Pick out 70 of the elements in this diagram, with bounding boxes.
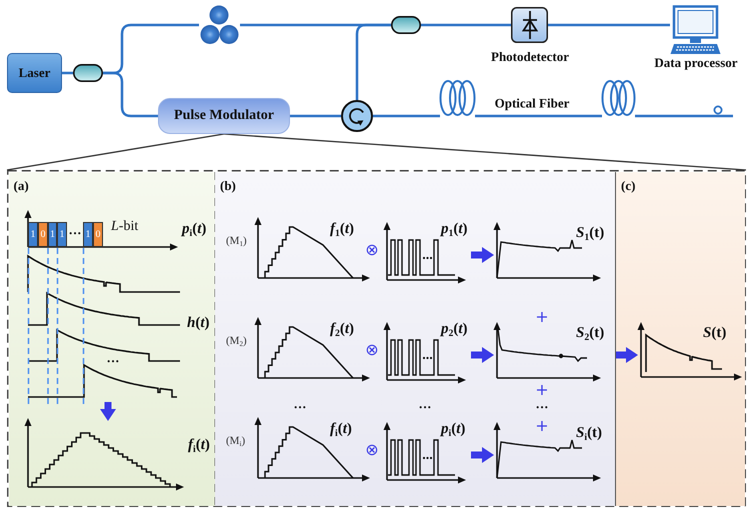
function-label: p$_{2}$(t) [441, 322, 468, 337]
disc-cluster-icon [199, 5, 240, 45]
figure-panel [215, 172, 616, 506]
mode-label: (M$_{2}$) [226, 336, 247, 347]
function-label: p$_{1}$(t) [441, 222, 468, 237]
block-arrow [471, 347, 494, 363]
function-label: h(t) [187, 316, 210, 331]
coupler-capsule [391, 16, 421, 34]
plus-sign: + [535, 309, 549, 325]
bit-block: 1 [48, 222, 57, 247]
function-label: f$_{i}$(t) [188, 438, 210, 453]
block-arrow [616, 347, 638, 363]
function-label: S$_{1}$(t) [576, 226, 604, 241]
bit-block: 1 [57, 222, 67, 247]
ellipsis: ··· [294, 400, 306, 414]
function-label: S$_{i}$(t) [576, 426, 602, 441]
dashed-frame [7, 170, 746, 507]
photodetector-box [511, 7, 548, 43]
laser-box: Laser [7, 53, 62, 93]
plus-sign: + [535, 382, 549, 398]
fiber-label: Optical Fiber [494, 96, 570, 110]
ellipsis: ··· [418, 400, 432, 414]
function-label: f$_{2}$(t) [330, 322, 354, 337]
figure-panel [616, 172, 744, 506]
ellipsis: ··· [68, 226, 82, 240]
function-label: S(t) [703, 326, 726, 341]
fiber-line [548, 24, 670, 26]
fiber-coil-icon [440, 80, 475, 117]
block-arrow [471, 247, 494, 263]
function-label: f$_{1}$(t) [330, 222, 354, 237]
fiber-line [421, 24, 511, 26]
mode-label: (M$_{i}$) [226, 436, 246, 447]
multiply-symbol: ⊗ [365, 342, 379, 358]
zoom-line [224, 133, 746, 171]
fiber-line [62, 72, 73, 74]
panel-label: (a) [14, 178, 29, 192]
device-label: Photodetector [491, 50, 569, 63]
function-label: p$_{i}$(t) [441, 422, 466, 437]
block-arrow [471, 447, 494, 463]
fiber-line [290, 114, 341, 118]
computer-icon [670, 5, 721, 55]
function-label: p$_{i}$(t) [182, 222, 206, 237]
fiber-coil-icon [602, 80, 635, 117]
fiber-line [373, 114, 440, 118]
bit-length-label: L-bit [111, 220, 138, 234]
panel-label: (b) [220, 178, 236, 192]
modulator-box: Pulse Modulator [158, 98, 290, 134]
fiber-line [635, 114, 733, 118]
bit-block: 1 [83, 222, 93, 247]
multiply-symbol: ⊗ [365, 442, 379, 458]
block-arrow [100, 402, 116, 421]
mode-label: (M$_{1}$) [226, 236, 247, 247]
fiber-line [475, 114, 602, 118]
bit-block: 0 [38, 222, 48, 247]
ellipsis: ··· [536, 400, 548, 414]
function-label: f$_{i}$(t) [330, 422, 352, 437]
circulator-icon [341, 100, 373, 132]
panel-label: (c) [621, 178, 636, 192]
fiber-line [103, 72, 158, 118]
bit-block: 0 [93, 222, 103, 247]
device-label: Data processor [654, 56, 738, 69]
fiber-line [356, 24, 391, 100]
bit-block: 1 [28, 222, 38, 247]
coupler-capsule [73, 64, 103, 82]
figure-panel [8, 172, 215, 506]
plus-sign: + [535, 418, 549, 434]
multiply-symbol: ⊗ [365, 242, 379, 258]
ellipsis: ··· [106, 354, 120, 368]
function-label: S$_{2}$(t) [576, 326, 604, 341]
zoom-line [6, 133, 224, 171]
